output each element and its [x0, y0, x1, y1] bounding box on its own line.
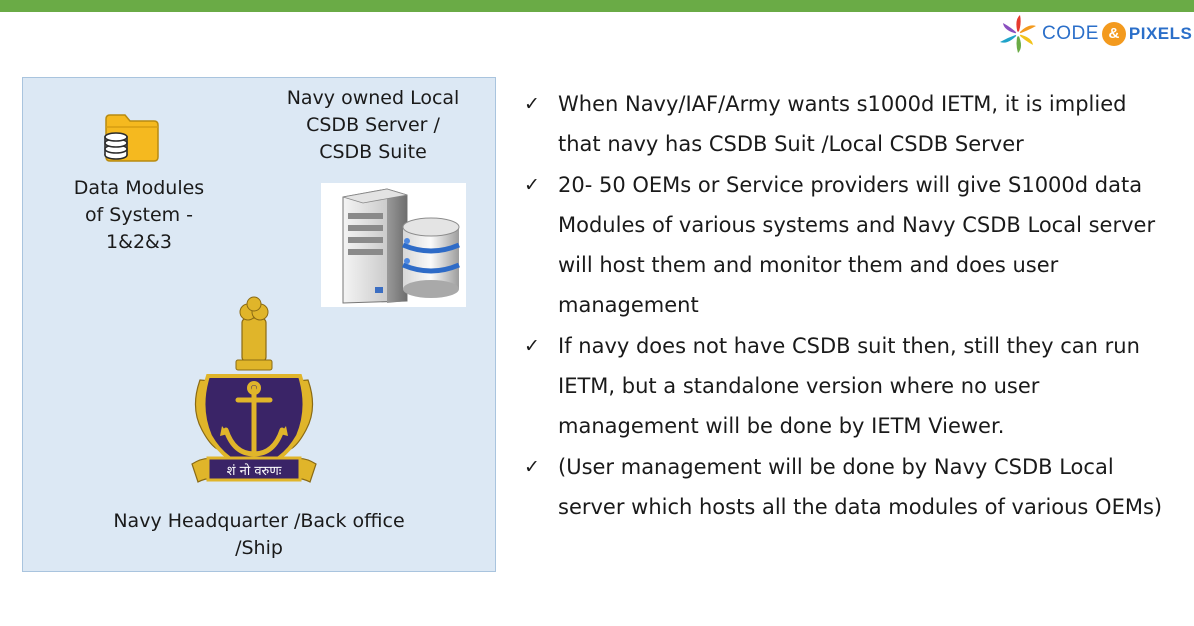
checkmark-icon: ✓ — [524, 455, 540, 478]
csdb-server-label: Navy owned Local CSDB Server / CSDB Suit… — [286, 87, 460, 163]
checkmark-icon: ✓ — [524, 334, 540, 357]
pinwheel-logo-icon — [1000, 15, 1036, 53]
logo-pixels-text: PIXELS — [1128, 24, 1193, 43]
bullet-text: When Navy/IAF/Army wants s1000d IETM, it… — [558, 92, 1127, 157]
emblem-motto-text: शं नो वरुणः — [227, 463, 282, 479]
checkmark-icon: ✓ — [524, 173, 540, 196]
server-database-icon — [321, 183, 466, 307]
bullet-item: ✓ (User management will be done by Navy … — [522, 447, 1172, 528]
top-accent-bar — [0, 0, 1194, 12]
folder-database-icon — [104, 114, 159, 162]
bullet-item: ✓ If navy does not have CSDB suit then, … — [522, 326, 1172, 447]
navy-headquarter-label: Navy Headquarter /Back office /Ship — [113, 510, 405, 559]
code-and-pixels-logo: CODE & PIXELS — [998, 14, 1192, 54]
bullet-text: (User management will be done by Navy CS… — [558, 454, 1163, 519]
logo-ampersand: & — [1101, 22, 1126, 46]
bullet-item: ✓ 20- 50 OEMs or Service providers will … — [522, 165, 1172, 326]
bullet-item: ✓ When Navy/IAF/Army wants s1000d IETM, … — [522, 84, 1172, 165]
logo-code-text: CODE — [1042, 23, 1099, 44]
checkmark-icon: ✓ — [524, 93, 540, 115]
bullet-text: 20- 50 OEMs or Service providers will gi… — [558, 172, 1156, 318]
bullet-list: ✓ When Navy/IAF/Army wants s1000d IETM, … — [522, 84, 1172, 527]
data-modules-label: Data Modules of System - 1&2&3 — [73, 177, 205, 253]
bullet-text: If navy does not have CSDB suit then, st… — [558, 333, 1140, 439]
navy-emblem-icon: शं नो वरुणः — [186, 296, 322, 508]
